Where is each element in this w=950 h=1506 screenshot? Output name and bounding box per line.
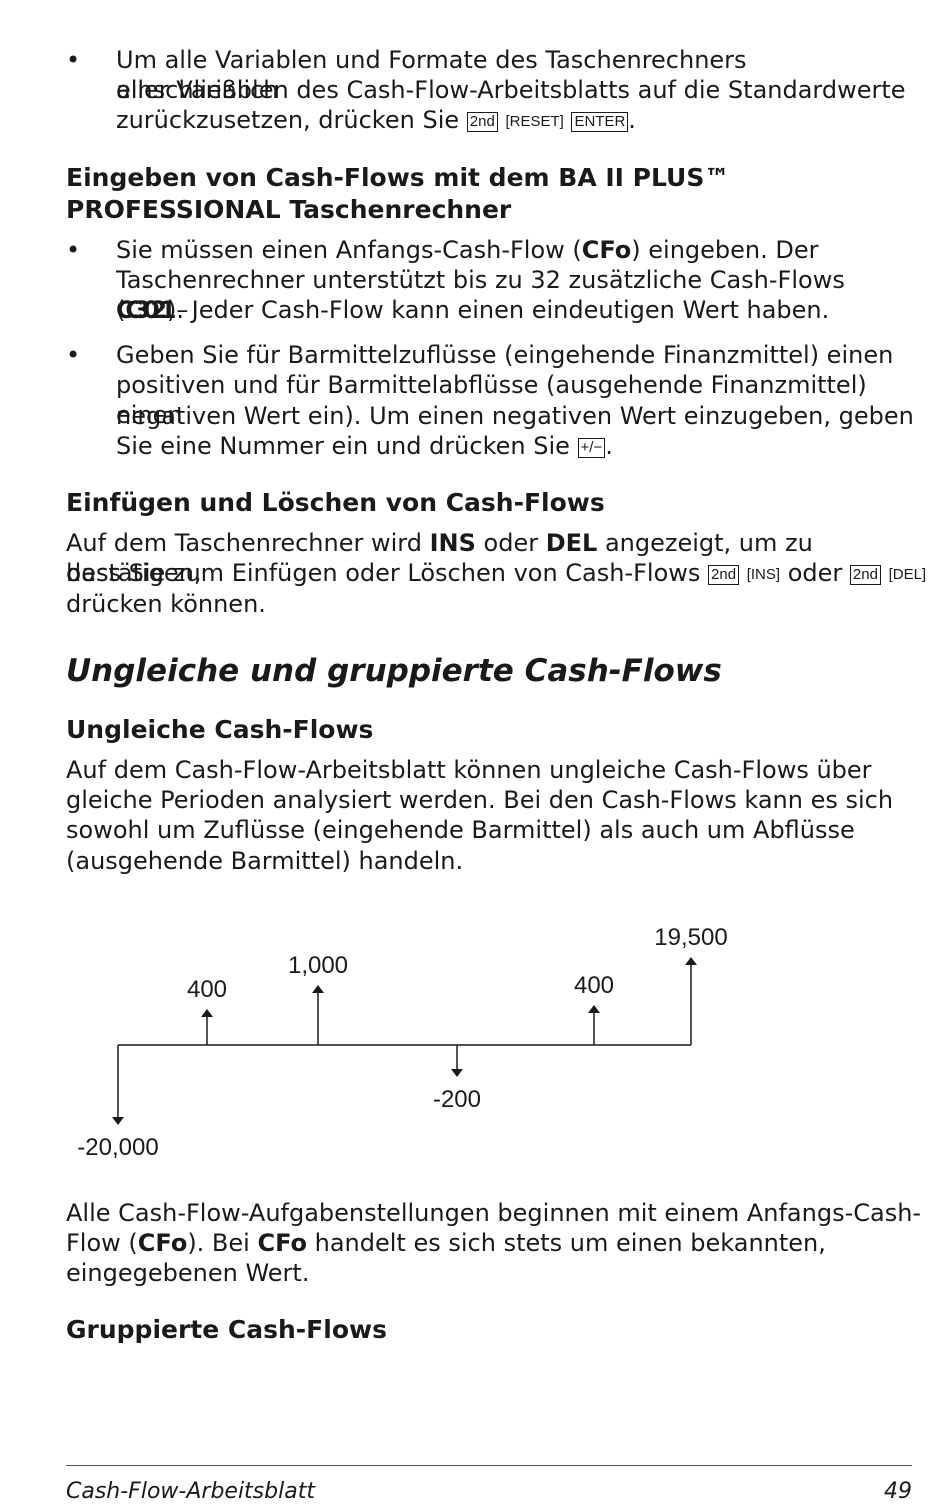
enter-b1-l1-pre: Sie müssen einen Anfangs-Cash-Flow (: [116, 236, 582, 264]
enter-b2-l4-post: .: [605, 432, 613, 460]
key-2nd: 2nd: [466, 112, 498, 132]
enter-b2-line-2: positiven und für Barmittelabflüsse (aus…: [116, 371, 867, 429]
cash-flow-diagram: -20,000 400 1,000 -200 400 19,500: [77, 924, 727, 1161]
key-2nd: 2nd: [849, 565, 881, 585]
enter-b1-l3-post: ). Jeder Cash-Flow kann einen eindeutige…: [167, 296, 830, 324]
cash-flow-label: 1,000: [288, 952, 348, 979]
term-del: DEL: [545, 529, 598, 557]
cash-flow-label: 19,500: [654, 924, 727, 951]
cash-flow-arrow-head: [312, 985, 324, 993]
cfo-l2-c: handelt es sich stets um einen bekannten…: [307, 1229, 826, 1257]
bullet-marker: •: [66, 341, 81, 369]
heading-enter-cash-flows-2: PROFESSIONAL Taschenrechner: [66, 195, 512, 224]
bullet-marker: •: [66, 46, 81, 74]
reset-line-3-text: zurückzusetzen, drücken Sie: [116, 106, 467, 134]
reset-line-2: aller Variablen des Cash-Flow-Arbeitsbla…: [116, 76, 906, 104]
key-2nd: 2nd: [708, 565, 740, 585]
cash-flow-arrows: -20,000 400 1,000 -200 400 19,500: [77, 924, 727, 1161]
reset-line-3: zurückzusetzen, drücken Sie 2nd RESET EN…: [116, 105, 916, 135]
cfo-l2-b: ). Bei: [187, 1229, 258, 1257]
reset-line-1: Um alle Variablen und Formate des Tasche…: [116, 46, 747, 104]
cash-flow-arrow-head: [112, 1117, 124, 1125]
page-number: 49: [884, 1479, 912, 1504]
uneven-line-4: (ausgehende Barmittel) handeln.: [66, 847, 464, 875]
enter-b1-line-2: Taschenrechner unterstützt bis zu 32 zus…: [116, 265, 916, 325]
uneven-line-1: Auf dem Cash-Flow-Arbeitsblatt können un…: [66, 756, 872, 784]
insert-l1-a: Auf dem Taschenrechner wird: [66, 529, 430, 557]
key-enter: ENTER: [571, 112, 629, 132]
cfo-line-1: Alle Cash-Flow-Aufgabenstellungen beginn…: [66, 1199, 922, 1227]
enter-b1-l2-pre: Taschenrechner unterstützt bis zu 32 zus…: [116, 266, 845, 324]
cash-flow-label: -200: [433, 1086, 481, 1113]
cash-flow-arrow-head: [588, 1005, 600, 1013]
cash-flow-arrow-head: [451, 1069, 463, 1077]
cash-flow-arrow-head: [201, 1009, 213, 1017]
key-sign-change: +/−: [577, 438, 606, 458]
insert-line-3: drücken können.: [66, 590, 266, 618]
cash-flow-arrow-head: [685, 957, 697, 965]
enter-b1-line-3: C32). Jeder Cash-Flow kann einen eindeut…: [116, 295, 916, 325]
enter-b1-l1-post: ) eingeben. Der: [631, 236, 819, 264]
term-cfo: CFo: [137, 1229, 188, 1257]
uneven-line-3: sowohl um Zuflüsse (eingehende Barmittel…: [66, 816, 855, 844]
bullet-marker: •: [66, 236, 81, 264]
enter-b2-line-3: negativen Wert ein). Um einen negativen …: [116, 402, 914, 430]
enter-b2-l4-pre: Sie eine Nummer ein und drücken Sie: [116, 432, 578, 460]
insert-l1-b: oder: [475, 529, 546, 557]
term-c32: C32: [116, 296, 168, 324]
insert-l2-pre: dass Sie zum Einfügen oder Löschen von C…: [66, 559, 709, 587]
heading-grouped-cash-flows: Gruppierte Cash-Flows: [66, 1315, 387, 1344]
enter-b2-line-1: Geben Sie für Barmittelzuflüsse (eingehe…: [116, 341, 894, 369]
footer-title: Cash-Flow-Arbeitsblatt: [66, 1479, 315, 1504]
insert-line-1: Auf dem Taschenrechner wird INS oder DEL…: [66, 528, 950, 588]
term-c01: C01: [125, 296, 177, 324]
term-cfo: CFo: [257, 1229, 307, 1257]
heading-uneven-cash-flows: Ungleiche Cash-Flows: [66, 715, 374, 744]
cash-flow-label: -20,000: [77, 1134, 158, 1161]
heading-enter-cash-flows-1: Eingeben von Cash-Flows mit dem BA II PL…: [66, 163, 730, 192]
section-title-uneven-grouped: Ungleiche und gruppierte Cash-Flows: [66, 653, 722, 689]
insert-l2-mid: oder: [780, 559, 850, 587]
key-reset: RESET: [505, 113, 563, 131]
heading-insert-delete: Einfügen und Löschen von Cash-Flows: [66, 488, 605, 517]
cash-flow-label: 400: [574, 972, 614, 999]
cash-flow-label: 400: [187, 976, 227, 1003]
cfo-line-3: eingegebenen Wert.: [66, 1259, 310, 1287]
key-del: DEL: [889, 566, 927, 584]
cfo-l2-a: Flow (: [66, 1229, 138, 1257]
uneven-line-2: gleiche Perioden analysiert werden. Bei …: [66, 786, 894, 814]
enter-b1-l2-post: –: [176, 296, 189, 324]
term-ins: INS: [429, 529, 476, 557]
key-ins: INS: [747, 566, 780, 584]
enter-b2-line-4: Sie eine Nummer ein und drücken Sie +/−.: [116, 431, 916, 461]
cfo-line-2: Flow (CFo). Bei CFo handelt es sich stet…: [66, 1228, 826, 1258]
enter-b1-line-1: Sie müssen einen Anfangs-Cash-Flow (CFo)…: [116, 235, 916, 265]
footer-rule: [66, 1465, 912, 1466]
reset-line-3-end: .: [628, 106, 636, 134]
term-cfo: CFo: [581, 236, 632, 264]
insert-l1-c: angezeigt, um zu bestätigen,: [66, 529, 813, 587]
insert-line-2: dass Sie zum Einfügen oder Löschen von C…: [66, 558, 926, 588]
